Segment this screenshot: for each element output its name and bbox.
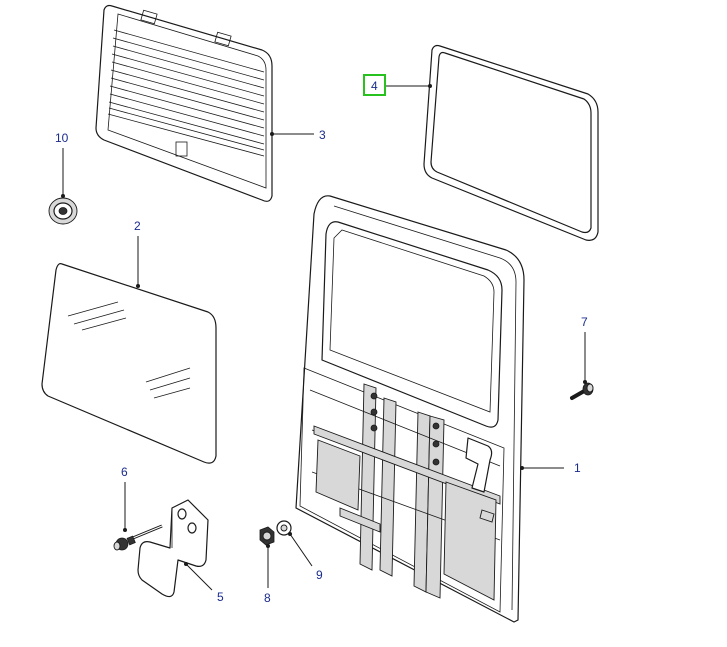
part-6-stud[interactable] [113,524,163,551]
callout-9[interactable]: 9 [316,568,323,582]
part-7-bolt[interactable] [570,382,594,400]
door-holes [370,392,440,466]
part-1-door-shell[interactable] [295,195,525,623]
part-9-washer[interactable] [276,520,292,536]
part-10-grommet[interactable] [48,197,78,225]
callout-8[interactable]: 8 [264,591,271,605]
part-8-nut[interactable] [259,526,275,546]
part-5-bracket[interactable] [137,499,209,598]
callout-10[interactable]: 10 [55,131,69,145]
louvre-lines [107,29,265,157]
callout-4[interactable]: 4 [371,79,378,93]
callout-7[interactable]: 7 [581,315,588,329]
callout-5[interactable]: 5 [217,590,224,604]
leader-lines [61,84,587,591]
callout-1[interactable]: 1 [574,461,581,475]
callout-6[interactable]: 6 [121,465,128,479]
callout-2[interactable]: 2 [134,219,141,233]
callout-4-highlight [363,74,386,96]
glass-reflection-lines [67,301,191,399]
callout-3[interactable]: 3 [319,128,326,142]
part-3-trim-panel[interactable] [95,4,273,202]
part-2-glass-pane[interactable] [41,263,217,464]
part-4-window-seal[interactable] [423,44,599,241]
